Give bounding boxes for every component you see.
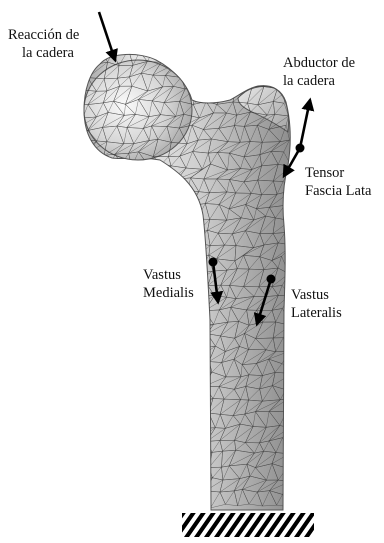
vastus-medialis-label: Vastus Medialis xyxy=(143,266,194,302)
hip-abductor-label: Abductor de la cadera xyxy=(283,54,355,90)
fixed-support-hatch xyxy=(182,513,314,537)
femoral-head xyxy=(84,60,192,160)
tensor-fascia-lata-label: Tensor Fascia Lata xyxy=(305,164,371,200)
vastus-lateralis-label: Vastus Lateralis xyxy=(291,286,342,322)
abductor-arrow xyxy=(300,100,310,148)
hip-reaction-label: Reacción de la cadera xyxy=(8,26,79,62)
hip-reaction-arrow xyxy=(99,12,115,60)
